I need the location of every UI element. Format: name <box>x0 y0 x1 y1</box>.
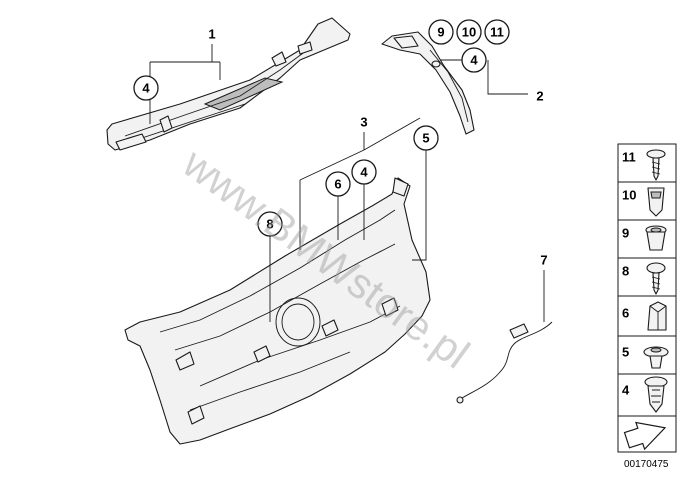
svg-text:4: 4 <box>142 81 150 96</box>
callout-9: 9 <box>428 19 454 45</box>
legend-row-6: 6 <box>617 295 677 337</box>
legend-row-4: 4 <box>617 373 677 417</box>
legend-row-5: 5 <box>617 335 677 375</box>
svg-text:9: 9 <box>437 25 444 40</box>
callout-8: 8 <box>257 211 283 237</box>
legend-row-10: 10 <box>617 181 677 221</box>
legend-row-arrow <box>617 415 677 453</box>
svg-text:4: 4 <box>360 165 368 180</box>
callout-10: 10 <box>456 19 482 45</box>
document-number: 00170475 <box>624 459 669 470</box>
svg-text:10: 10 <box>462 25 476 40</box>
self-tapping-screw-icon <box>646 262 666 295</box>
tailgate-lid-trim <box>124 177 431 445</box>
callout-11: 11 <box>484 19 510 45</box>
cable-harness <box>456 321 553 404</box>
svg-text:10: 10 <box>622 188 636 203</box>
svg-text:6: 6 <box>334 177 341 192</box>
label-part-3: 3 <box>360 115 367 130</box>
rubber-buffer-icon <box>647 301 667 331</box>
svg-text:5: 5 <box>422 131 429 146</box>
leader-lines <box>149 44 545 322</box>
push-rivet-icon <box>643 346 669 369</box>
callout-4-bracket: 4 <box>461 47 487 73</box>
label-part-7: 7 <box>540 253 547 268</box>
label-part-1: 1 <box>208 27 215 42</box>
upper-trim-panel <box>106 17 351 151</box>
svg-text:8: 8 <box>622 264 629 279</box>
grommet-icon <box>645 225 667 251</box>
screw-icon <box>646 149 666 181</box>
legend-row-11: 11 <box>617 143 677 183</box>
expanding-clip-icon <box>644 376 668 413</box>
callout-4-lid: 4 <box>351 159 377 185</box>
svg-text:9: 9 <box>622 226 629 241</box>
side-trim-bracket <box>381 31 475 135</box>
label-part-2: 2 <box>536 89 543 104</box>
svg-text:8: 8 <box>266 217 273 232</box>
svg-text:11: 11 <box>490 25 504 40</box>
callout-4-top: 4 <box>133 75 159 101</box>
callout-6: 6 <box>325 171 351 197</box>
fastener-legend: 11 10 9 <box>617 143 677 453</box>
svg-text:5: 5 <box>622 345 629 360</box>
svg-text:4: 4 <box>622 383 630 398</box>
clip-nut-icon <box>647 187 665 217</box>
svg-text:4: 4 <box>470 53 478 68</box>
svg-text:11: 11 <box>622 150 636 165</box>
direction-arrow-icon <box>623 421 667 451</box>
legend-row-8: 8 <box>617 257 677 297</box>
legend-row-9: 9 <box>617 219 677 259</box>
callout-5: 5 <box>413 125 439 151</box>
svg-text:6: 6 <box>622 306 629 321</box>
